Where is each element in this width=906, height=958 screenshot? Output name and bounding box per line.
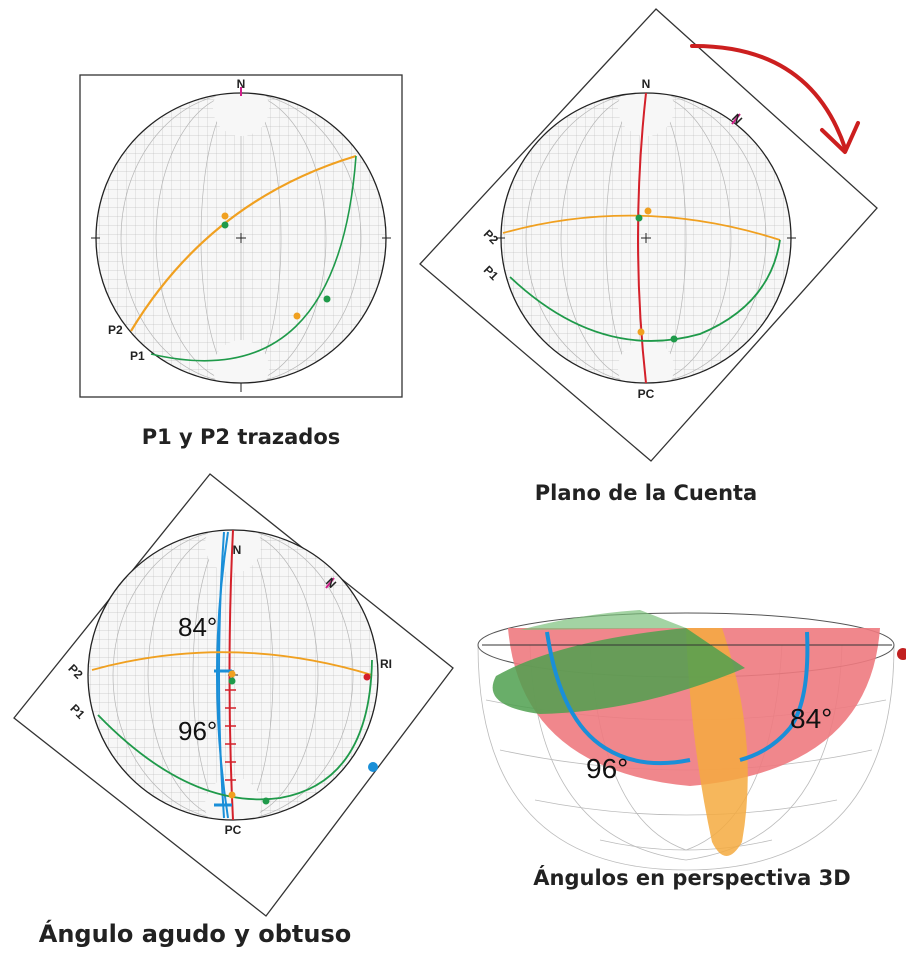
plane-p2-curve xyxy=(91,651,373,676)
north-label-2: N xyxy=(642,77,651,91)
plane-p2-curve xyxy=(130,154,357,332)
stereonet-2 xyxy=(496,92,796,384)
pc-ticks xyxy=(225,689,236,781)
acute-angle-label: 84° xyxy=(178,612,217,642)
panel-plano-cuenta: N N P2 P1 PC xyxy=(419,8,878,462)
p2-label: P2 xyxy=(65,661,86,682)
angle-arc-outer xyxy=(216,531,229,819)
north-label-3: N xyxy=(233,543,242,557)
acute-angle-3d-label: 84° xyxy=(790,703,832,734)
obtuse-angle-label: 96° xyxy=(178,716,217,746)
p2-label: P2 xyxy=(108,323,123,337)
p1-label: P1 xyxy=(130,349,145,363)
pole-p1 xyxy=(221,221,229,229)
plane-pc-curve xyxy=(637,92,647,384)
stereonet-1 xyxy=(91,92,391,392)
angle-arc-inner xyxy=(218,531,225,819)
pole-p1b xyxy=(323,295,331,303)
caption-panel2: Plano de la Cuenta xyxy=(535,481,757,505)
p2-label: P2 xyxy=(481,227,502,248)
panel-3d-perspective: 84° 96° xyxy=(477,610,906,871)
plane-p1-3d xyxy=(492,628,745,714)
north-arrow-icon: N xyxy=(237,77,246,96)
pole-p2 xyxy=(221,212,229,220)
angle-arc-96 xyxy=(545,631,691,766)
panel-angulo: N N 84° 96° RI P2 P1 PC xyxy=(13,473,454,917)
p1-label: P1 xyxy=(481,263,502,284)
pole-3d xyxy=(897,648,906,660)
panel-p1-p2: N P2 P1 xyxy=(79,74,403,398)
panel3-frame xyxy=(13,473,454,917)
p1-label: P1 xyxy=(67,701,88,722)
angle-arc-84 xyxy=(739,631,810,762)
plane-p1-curve xyxy=(97,659,373,801)
caption-panel4: Ángulos en perspectiva 3D xyxy=(533,865,850,890)
plane-p1-curve xyxy=(150,155,357,362)
plane-p2-3d xyxy=(686,628,748,856)
north-label: N xyxy=(237,77,246,91)
pc-label: PC xyxy=(225,823,242,837)
caption-panel3: Ángulo agudo y obtuso xyxy=(39,919,351,948)
ri-point xyxy=(363,673,371,681)
ri-label: RI xyxy=(380,657,392,671)
rotate-clockwise-arrow-icon xyxy=(690,43,860,154)
pole-p2b xyxy=(293,312,301,320)
blue-pole xyxy=(368,762,378,772)
plane-p1-curve xyxy=(509,239,781,342)
panel1-frame xyxy=(79,74,403,398)
obtuse-angle-3d-label: 96° xyxy=(586,753,628,784)
pc-label: PC xyxy=(638,387,655,401)
panel2-frame xyxy=(419,8,878,462)
caption-panel1: P1 y P2 trazados xyxy=(142,425,341,449)
